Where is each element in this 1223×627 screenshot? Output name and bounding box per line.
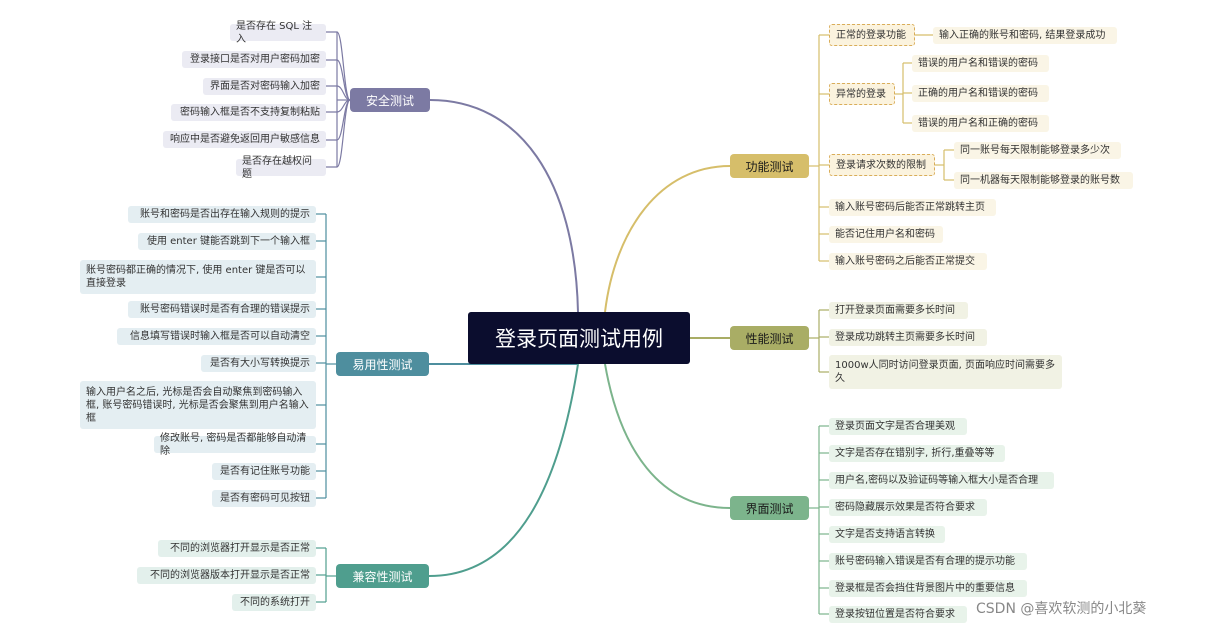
usability-item[interactable]: 账号密码都正确的情况下, 使用 enter 键是否可以直接登录 <box>80 260 316 294</box>
usability-item[interactable]: 是否有密码可见按钮 <box>212 490 316 507</box>
connector-line <box>604 363 731 509</box>
interface-item[interactable]: 登录框是否会挡住背景图片中的重要信息 <box>829 580 1027 597</box>
connector-line <box>326 31 337 168</box>
interface-item[interactable]: 登录页面文字是否合理美观 <box>829 418 967 435</box>
functional-normal-child[interactable]: 输入正确的账号和密码, 结果登录成功 <box>933 27 1117 44</box>
connector-line <box>336 31 351 101</box>
usability-item[interactable]: 是否有记住账号功能 <box>212 463 316 480</box>
security-item[interactable]: 界面是否对密码输入加密 <box>203 78 326 95</box>
functional-abnormal[interactable]: 异常的登录 <box>829 83 895 105</box>
interface-item[interactable]: 账号密码输入错误是否有合理的提示功能 <box>829 553 1027 570</box>
functional-item[interactable]: 能否记住用户名和密码 <box>829 226 943 243</box>
security-item[interactable]: 是否存在越权问题 <box>236 156 326 180</box>
branch-usability[interactable]: 易用性测试 <box>336 352 429 376</box>
connector-line <box>336 99 351 168</box>
usability-item[interactable]: 账号和密码是否出存在输入规则的提示 <box>128 206 316 223</box>
watermark: CSDN @喜欢软测的小北葵 <box>976 601 1147 617</box>
security-item[interactable]: 登录接口是否对用户密码加密 <box>182 51 326 68</box>
performance-item[interactable]: 登录成功跳转主页需要多长时间 <box>829 329 987 346</box>
functional-limit[interactable]: 登录请求次数的限制 <box>829 154 935 176</box>
compat-item[interactable]: 不同的浏览器版本打开显示是否正常 <box>137 567 316 584</box>
functional-abnormal-child[interactable]: 错误的用户名和错误的密码 <box>912 55 1049 72</box>
connector-line <box>336 59 351 101</box>
branch-security[interactable]: 安全测试 <box>350 88 430 112</box>
functional-normal[interactable]: 正常的登录功能 <box>829 24 915 46</box>
usability-item[interactable]: 修改账号, 密码是否都能够自动清除 <box>154 433 316 457</box>
performance-item[interactable]: 1000w人同时访问登录页面, 页面响应时间需要多久 <box>829 355 1062 389</box>
compat-item[interactable]: 不同的系统打开 <box>232 594 316 611</box>
interface-item[interactable]: 文字是否存在错别字, 折行,重叠等等 <box>829 445 1005 462</box>
branch-functional[interactable]: 功能测试 <box>730 154 809 178</box>
functional-abnormal-child[interactable]: 正确的用户名和错误的密码 <box>912 85 1049 102</box>
branch-interface[interactable]: 界面测试 <box>730 496 809 520</box>
connector-line <box>428 363 579 577</box>
root-topic[interactable]: 登录页面测试用例 <box>468 312 690 364</box>
connector-line <box>429 99 579 313</box>
usability-item[interactable]: 输入用户名之后, 光标是否会自动聚焦到密码输入框, 账号密码错误时, 光标是否会… <box>80 381 316 429</box>
security-item[interactable]: 响应中是否避免返回用户敏感信息 <box>163 131 326 148</box>
interface-item[interactable]: 用户名,密码以及验证码等输入框大小是否合理 <box>829 472 1054 489</box>
security-item[interactable]: 是否存在 SQL 注入 <box>230 21 326 45</box>
branch-performance[interactable]: 性能测试 <box>730 326 809 350</box>
usability-item[interactable]: 信息填写错误时输入框是否可以自动清空 <box>117 328 316 345</box>
usability-item[interactable]: 账号密码错误时是否有合理的错误提示 <box>128 301 316 318</box>
interface-item[interactable]: 登录按钮位置是否符合要求 <box>829 606 967 623</box>
functional-limit-child[interactable]: 同一账号每天限制能够登录多少次 <box>954 142 1121 159</box>
usability-item[interactable]: 是否有大小写转换提示 <box>201 355 316 372</box>
connector-line <box>604 165 731 313</box>
performance-item[interactable]: 打开登录页面需要多长时间 <box>829 302 968 319</box>
functional-item[interactable]: 输入账号密码之后能否正常提交 <box>829 253 987 270</box>
functional-item[interactable]: 输入账号密码后能否正常跳转主页 <box>829 199 996 216</box>
interface-item[interactable]: 密码隐藏展示效果是否符合要求 <box>829 499 987 516</box>
compat-item[interactable]: 不同的浏览器打开显示是否正常 <box>158 540 316 557</box>
functional-abnormal-child[interactable]: 错误的用户名和正确的密码 <box>912 115 1049 132</box>
interface-item[interactable]: 文字是否支持语言转换 <box>829 526 945 543</box>
branch-compat[interactable]: 兼容性测试 <box>336 564 429 588</box>
functional-limit-child[interactable]: 同一机器每天限制能够登录的账号数 <box>954 172 1133 189</box>
security-item[interactable]: 密码输入框是否不支持复制粘贴 <box>171 104 326 121</box>
usability-item[interactable]: 使用 enter 键能否跳到下一个输入框 <box>138 233 316 250</box>
